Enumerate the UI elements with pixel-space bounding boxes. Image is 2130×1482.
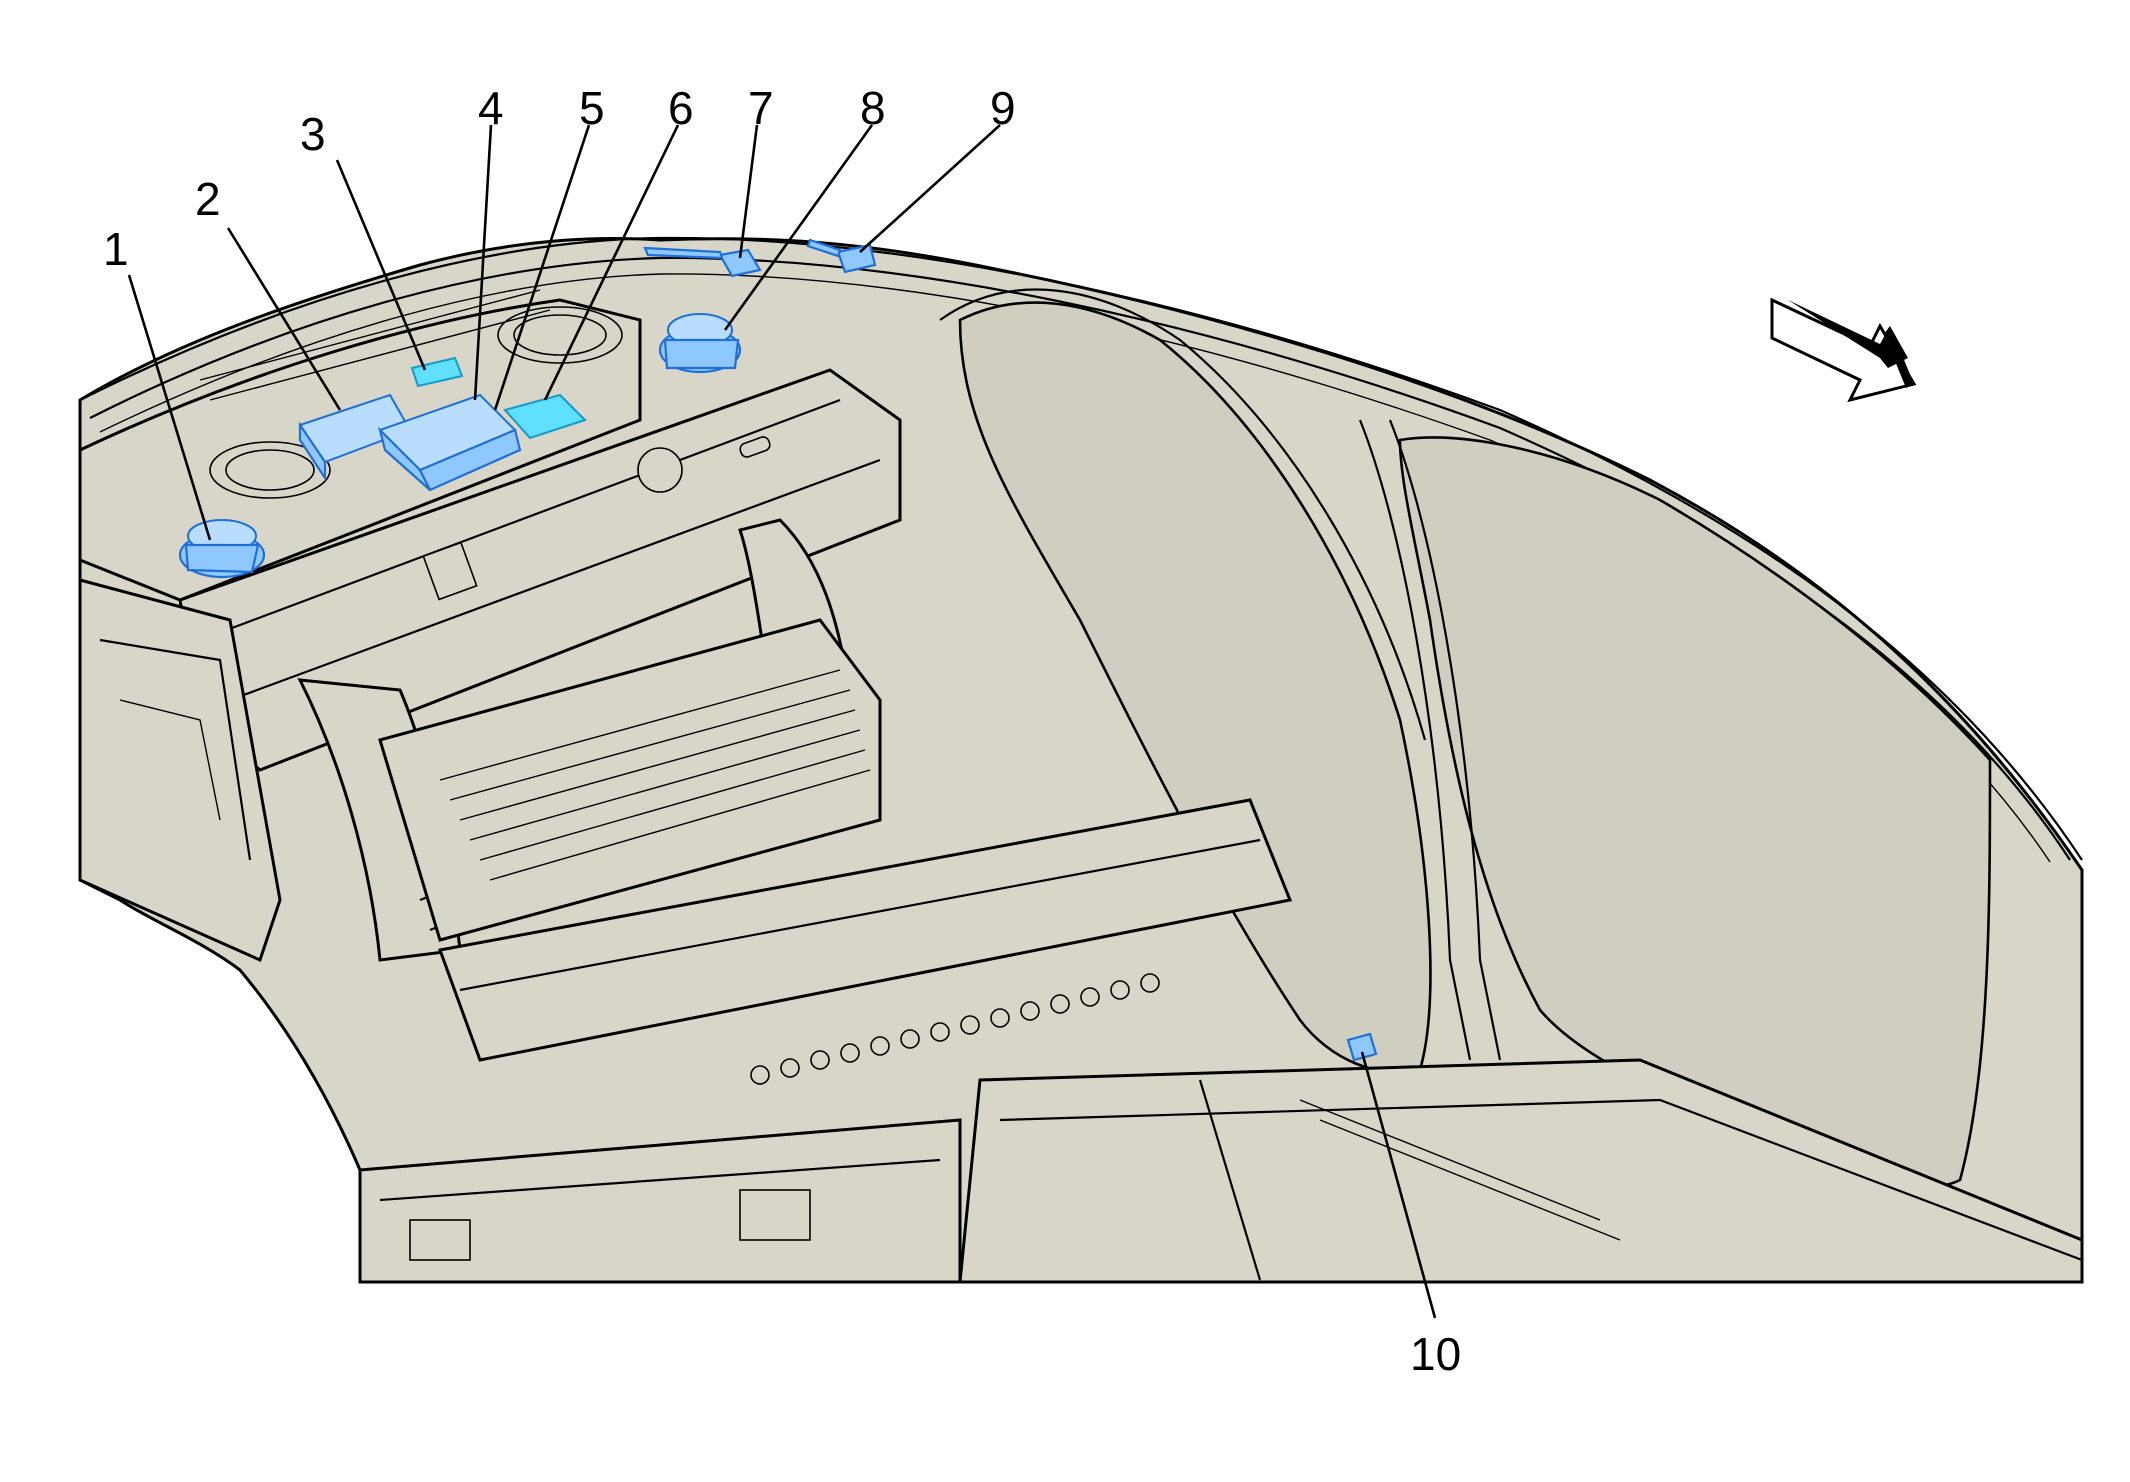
floor-ribs bbox=[439, 669, 871, 881]
callout-5: 5 bbox=[579, 82, 605, 134]
leader-2 bbox=[226, 227, 342, 411]
callout-8: 8 bbox=[860, 82, 886, 134]
leader-7 bbox=[738, 124, 759, 259]
callout-7: 7 bbox=[748, 82, 774, 134]
callout-10: 10 bbox=[1410, 1328, 1461, 1380]
leader-8 bbox=[723, 124, 874, 331]
callout-9: 9 bbox=[990, 82, 1016, 134]
components bbox=[178, 238, 1378, 1062]
leader-4 bbox=[473, 124, 493, 401]
component-8-speaker bbox=[658, 313, 742, 374]
component-4-5-module bbox=[377, 393, 522, 492]
direction-arrow-icon bbox=[1770, 297, 1917, 403]
callout-6: 6 bbox=[668, 82, 694, 134]
component-2-module bbox=[298, 393, 412, 482]
leader-5 bbox=[493, 124, 591, 411]
component-1-speaker bbox=[178, 519, 266, 579]
component-7-bracket bbox=[643, 246, 762, 278]
callout-3: 3 bbox=[300, 108, 326, 160]
leader-3 bbox=[335, 159, 427, 371]
crossmember-holes bbox=[750, 973, 1160, 1085]
leader-10 bbox=[1360, 1051, 1437, 1319]
component-3-connector bbox=[410, 356, 464, 388]
leader-9 bbox=[859, 124, 1001, 253]
callout-1: 1 bbox=[103, 223, 129, 275]
leader-6 bbox=[543, 124, 680, 401]
callout-labels: 1 2 3 4 5 6 7 8 9 10 bbox=[103, 82, 1461, 1380]
component-9-sensor bbox=[806, 238, 877, 274]
component-10-sensor bbox=[1346, 1032, 1378, 1062]
leader-lines bbox=[127, 124, 1437, 1319]
callout-2: 2 bbox=[195, 173, 221, 225]
component-6-antenna-module bbox=[503, 393, 587, 440]
leader-1 bbox=[127, 274, 212, 541]
callout-4: 4 bbox=[478, 82, 504, 134]
vehicle-body bbox=[78, 236, 2084, 1284]
